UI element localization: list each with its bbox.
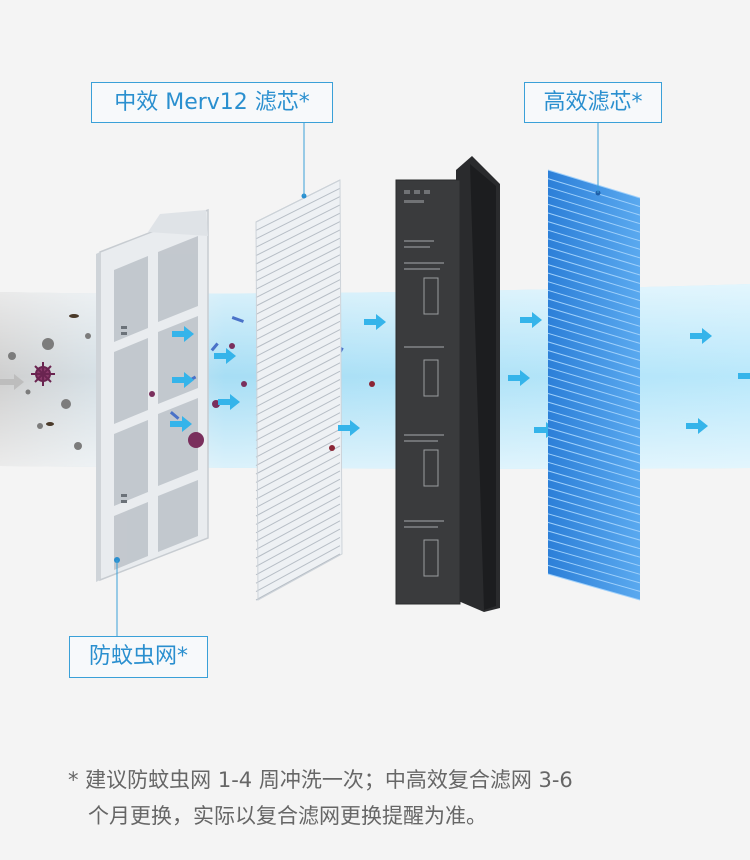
carbon-filter [395, 156, 500, 612]
footnote-line-1: * 建议防蚊虫网 1-4 周冲洗一次；中高效复合滤网 3-6 [68, 768, 573, 792]
hepa-filter [547, 169, 641, 601]
mosquito-net-callout: 防蚊虫网* [69, 636, 208, 678]
footnote: * 建议防蚊虫网 1-4 周冲洗一次；中高效复合滤网 3-6 个月更换，实际以复… [68, 762, 708, 834]
virus-icon [31, 362, 55, 386]
merv12-filter [255, 179, 343, 601]
virus-icon [149, 343, 247, 448]
virus-icon [329, 381, 375, 451]
dust-particle-icon [8, 333, 91, 450]
merv12-filter-callout: 中效 Merv12 滤芯* [91, 82, 333, 123]
arrow-right-icon [0, 374, 24, 390]
callout-leaders [116, 123, 599, 636]
hepa-filter-callout: 高效滤芯* [524, 82, 662, 123]
footnote-line-2: 个月更换，实际以复合滤网更换提醒为准。 [88, 804, 487, 828]
